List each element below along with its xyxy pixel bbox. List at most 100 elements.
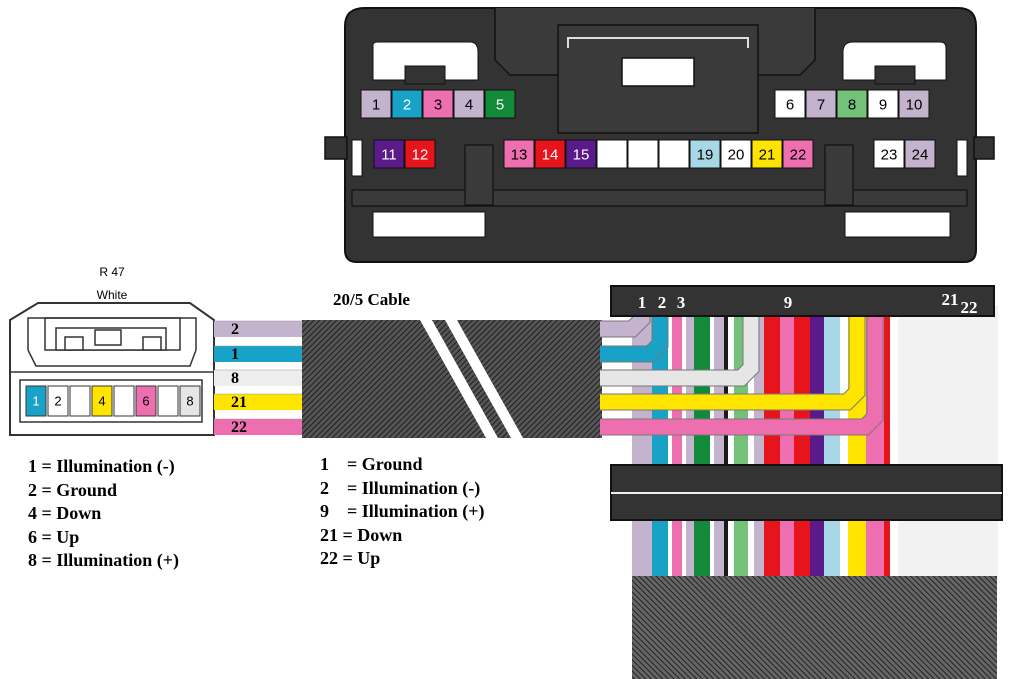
cable-wire: 21: [214, 393, 304, 411]
main-pin: [596, 139, 628, 169]
harness-header-label: 1: [638, 293, 647, 312]
main-pin: [627, 139, 659, 169]
harness-wire: [780, 305, 794, 580]
routed-wire: [600, 312, 884, 436]
cable-wire-label: 22: [231, 419, 247, 436]
main-pin: 5: [484, 89, 516, 119]
r47-legend-item: 4 = Down: [28, 503, 102, 523]
pin-label: 3: [434, 97, 442, 114]
cable-legend-item: 2 = Illumination (-): [320, 477, 481, 498]
cable-legend: 1 = Ground 2 = Illumination (-) 9 = Illu…: [320, 453, 485, 571]
r47-pin: 8: [179, 385, 201, 417]
main-pin: 9: [867, 89, 899, 119]
r47-pin-label: 6: [142, 394, 149, 409]
pin-label: 7: [817, 97, 825, 114]
cable-wire-label: 2: [231, 321, 239, 338]
pin-label: 6: [786, 97, 794, 114]
main-pin: 15: [565, 139, 597, 169]
main-pin: 19: [689, 139, 721, 169]
harness-wire: [710, 305, 714, 580]
pin-label: 14: [542, 147, 559, 164]
r47-pin: [157, 385, 179, 417]
r47-pin: 6: [135, 385, 157, 417]
pin-label: 2: [403, 97, 411, 114]
main-pin: 6: [774, 89, 806, 119]
pin-label: 5: [496, 97, 504, 114]
r47-pin: [113, 385, 135, 417]
harness-header-label: 3: [677, 293, 686, 312]
pin-label: 22: [790, 147, 807, 164]
main-pin: 10: [898, 89, 930, 119]
harness-wire: [764, 305, 780, 580]
main-pin: 11: [373, 139, 405, 169]
pin-label: 20: [728, 147, 745, 164]
main-pin: 8: [836, 89, 868, 119]
cable-wire-label: 1: [231, 346, 239, 363]
main-pin: 23: [873, 139, 905, 169]
pin-label: 10: [906, 97, 923, 114]
harness-wire: [898, 305, 998, 580]
cable-wire-label: 8: [231, 370, 239, 387]
main-pin: 4: [453, 89, 485, 119]
pin-label: 15: [573, 147, 590, 164]
harness-wire: [694, 305, 710, 580]
cable-title: 20/5 Cable: [333, 290, 410, 309]
cable-sheath: [302, 320, 602, 438]
harness-header: [610, 285, 995, 317]
cable-wire: 22: [214, 418, 304, 436]
cable-legend-item: 9 = Illumination (+): [320, 501, 485, 521]
harness-wire: [714, 305, 724, 580]
routed-wire: [600, 312, 760, 387]
cable-wire: 1: [214, 345, 304, 363]
harness-wire: [686, 305, 694, 580]
r47-pin: 1: [25, 385, 47, 417]
r47-subtitle: White: [96, 288, 128, 302]
main-pin: 14: [534, 139, 566, 169]
pin-label: 8: [848, 97, 856, 114]
r47-pin-label: 8: [186, 394, 193, 409]
cable-wire-label: 21: [231, 394, 247, 411]
harness-wire: [728, 305, 734, 580]
main-pin: 22: [782, 139, 814, 169]
harness-wire: [840, 305, 848, 580]
r47-legend-item: 2 = Ground: [28, 479, 117, 500]
harness-wire: [724, 305, 728, 580]
main-pin: 13: [503, 139, 535, 169]
cable-wire: 2: [214, 320, 304, 338]
r47-legend: 1 = Illumination (-) 2 = Ground 4 = Down…: [28, 455, 179, 573]
pin-label: 12: [412, 147, 429, 164]
harness-wire: [794, 305, 810, 580]
pin-label: 13: [511, 147, 528, 164]
pin-label: 1: [372, 97, 380, 114]
r47-title: R 47: [99, 265, 125, 279]
main-pin: 12: [404, 139, 436, 169]
main-pin: 3: [422, 89, 454, 119]
pin-label: 11: [381, 147, 397, 164]
cable-wire: 8: [214, 369, 304, 387]
harness-wire: [748, 305, 754, 580]
routed-wire: [600, 312, 669, 363]
main-pin: [658, 139, 690, 169]
r47-legend-item: 8 = Illumination (+): [28, 550, 180, 570]
r47-legend-item: 6 = Up: [28, 526, 80, 547]
r47-pin: 4: [91, 385, 113, 417]
r47-pin-label: 4: [98, 394, 105, 409]
pin-label: 19: [697, 147, 714, 164]
harness-wire: [682, 305, 686, 580]
pin-label: 4: [465, 97, 473, 114]
main-pin: 1: [360, 89, 392, 119]
harness-header-label: 9: [784, 293, 793, 312]
cable-legend-item: 21 = Down: [320, 524, 403, 545]
harness-wire: [884, 305, 890, 580]
r47-pin-label: 2: [54, 394, 61, 409]
main-pin: 20: [720, 139, 752, 169]
cable-legend-item: 22 = Up: [320, 548, 381, 568]
main-pin: 7: [805, 89, 837, 119]
